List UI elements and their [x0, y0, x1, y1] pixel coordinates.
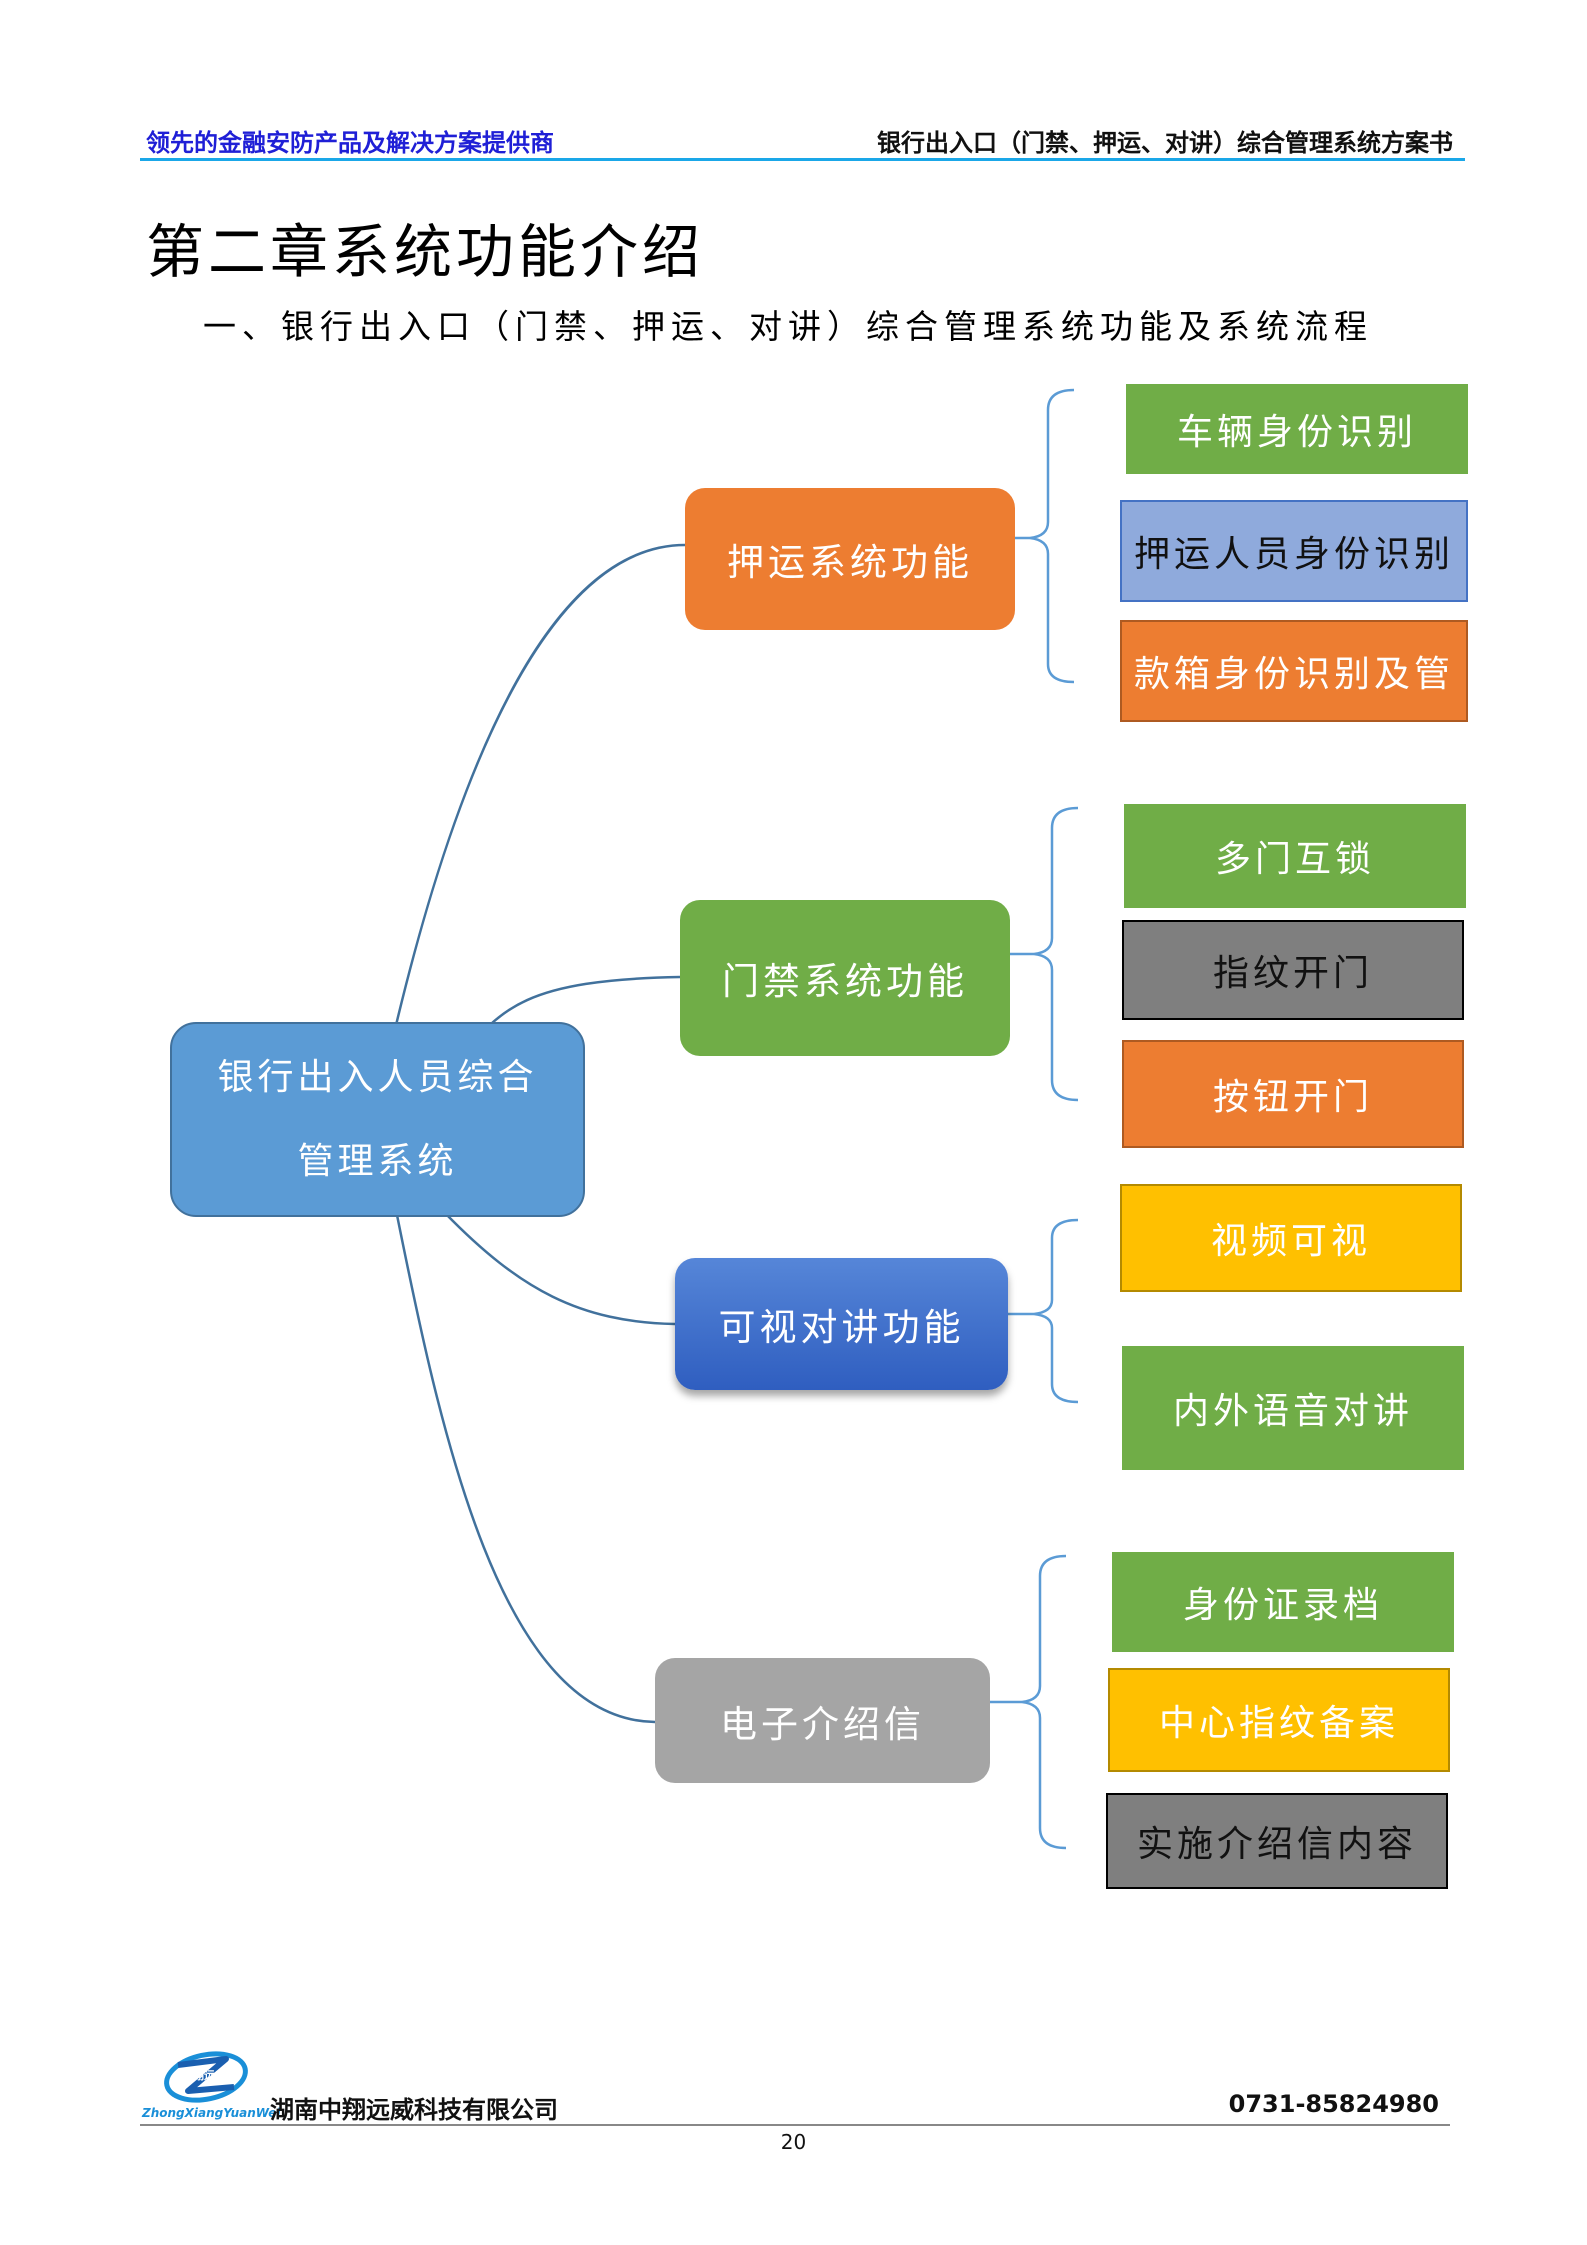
header-document-title: 银行出入口（门禁、押运、对讲）综合管理系统方案书	[877, 129, 1453, 157]
connector-root-intercom	[444, 1212, 676, 1326]
leaf-id-card-record: 身份证录档	[1112, 1552, 1454, 1652]
leaf-escort-personnel-id: 押运人员身份识别	[1120, 500, 1468, 602]
bracket-access	[1033, 806, 1079, 1102]
connector-root-letter	[393, 1204, 656, 1724]
branch-escort-system: 押运系统功能	[685, 488, 1015, 630]
footer-rule	[140, 2124, 1450, 2126]
leaf-button-open: 按钮开门	[1122, 1040, 1464, 1148]
header-tagline: 领先的金融安防产品及解决方案提供商	[146, 129, 554, 157]
root-node: 银行出入人员综合管理系统	[170, 1022, 585, 1217]
leaf-fingerprint-open: 指纹开门	[1122, 920, 1464, 1020]
leaf-central-fingerprint: 中心指纹备案	[1108, 1668, 1450, 1772]
chapter-title: 第二章系统功能介绍	[146, 218, 705, 286]
section-title: 一、银行出入口（门禁、押运、对讲）综合管理系统功能及系统流程	[203, 307, 1373, 346]
branch-access-control: 门禁系统功能	[680, 900, 1010, 1056]
logo-cn-text: 中翔远威	[182, 2068, 226, 2082]
company-phone: 0731-85824980	[1228, 2090, 1439, 2118]
bracket-escort	[1029, 388, 1075, 684]
company-logo: 中翔远威	[164, 2051, 248, 2103]
page-number: 20	[780, 2130, 807, 2154]
leaf-voice-intercom: 内外语音对讲	[1122, 1346, 1464, 1470]
bracket-letter	[1021, 1554, 1067, 1850]
header-rule	[140, 158, 1465, 161]
branch-video-intercom: 可视对讲功能	[675, 1258, 1008, 1390]
leaf-vehicle-id: 车辆身份识别	[1126, 384, 1468, 474]
leaf-video-visual: 视频可视	[1120, 1184, 1462, 1292]
branch-electronic-letter: 电子介绍信	[655, 1658, 990, 1783]
leaf-multi-door-interlock: 多门互锁	[1124, 804, 1466, 908]
leaf-cashbox-id: 款箱身份识别及管	[1120, 620, 1468, 722]
connector-root-escort	[390, 543, 686, 1043]
logo-wordmark: ZhongXiangYuanWei	[142, 2106, 281, 2120]
bracket-intercom	[1033, 1218, 1079, 1404]
company-name: 湖南中翔远威科技有限公司	[270, 2096, 558, 2124]
leaf-letter-content: 实施介绍信内容	[1106, 1793, 1448, 1889]
